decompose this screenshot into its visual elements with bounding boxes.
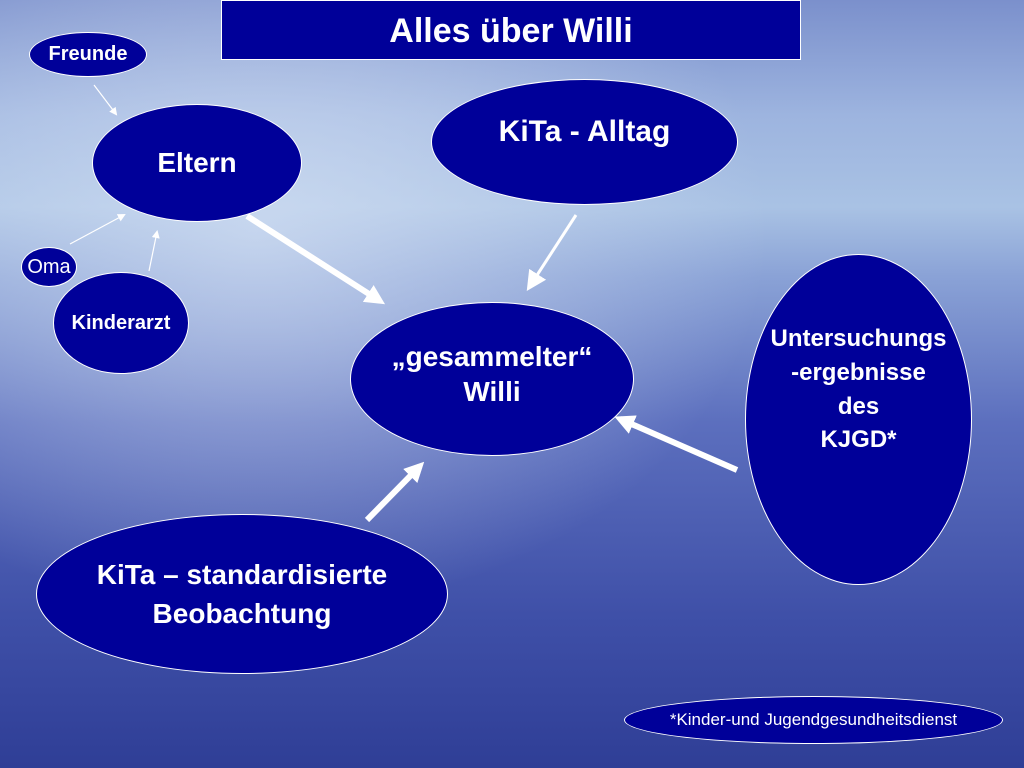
node-eltern: Eltern xyxy=(92,104,302,222)
node-kita-standardisierte-beobachtung: KiTa – standardisierte Beobachtung xyxy=(36,514,448,674)
page-title: Alles über Willi xyxy=(221,0,801,60)
node-kita-alltag: KiTa - Alltag xyxy=(431,79,738,205)
footnote: *Kinder-und Jugendgesundheitsdienst xyxy=(624,696,1003,744)
node-freunde: Freunde xyxy=(29,32,147,77)
node-oma: Oma xyxy=(21,247,77,287)
node-kinderarzt: Kinderarzt xyxy=(53,272,189,374)
node-gesammelter-willi: „gesammelter“ Willi xyxy=(350,302,634,456)
node-untersuchungsergebnisse: Untersuchungs -ergebnisse des KJGD* xyxy=(745,254,972,585)
